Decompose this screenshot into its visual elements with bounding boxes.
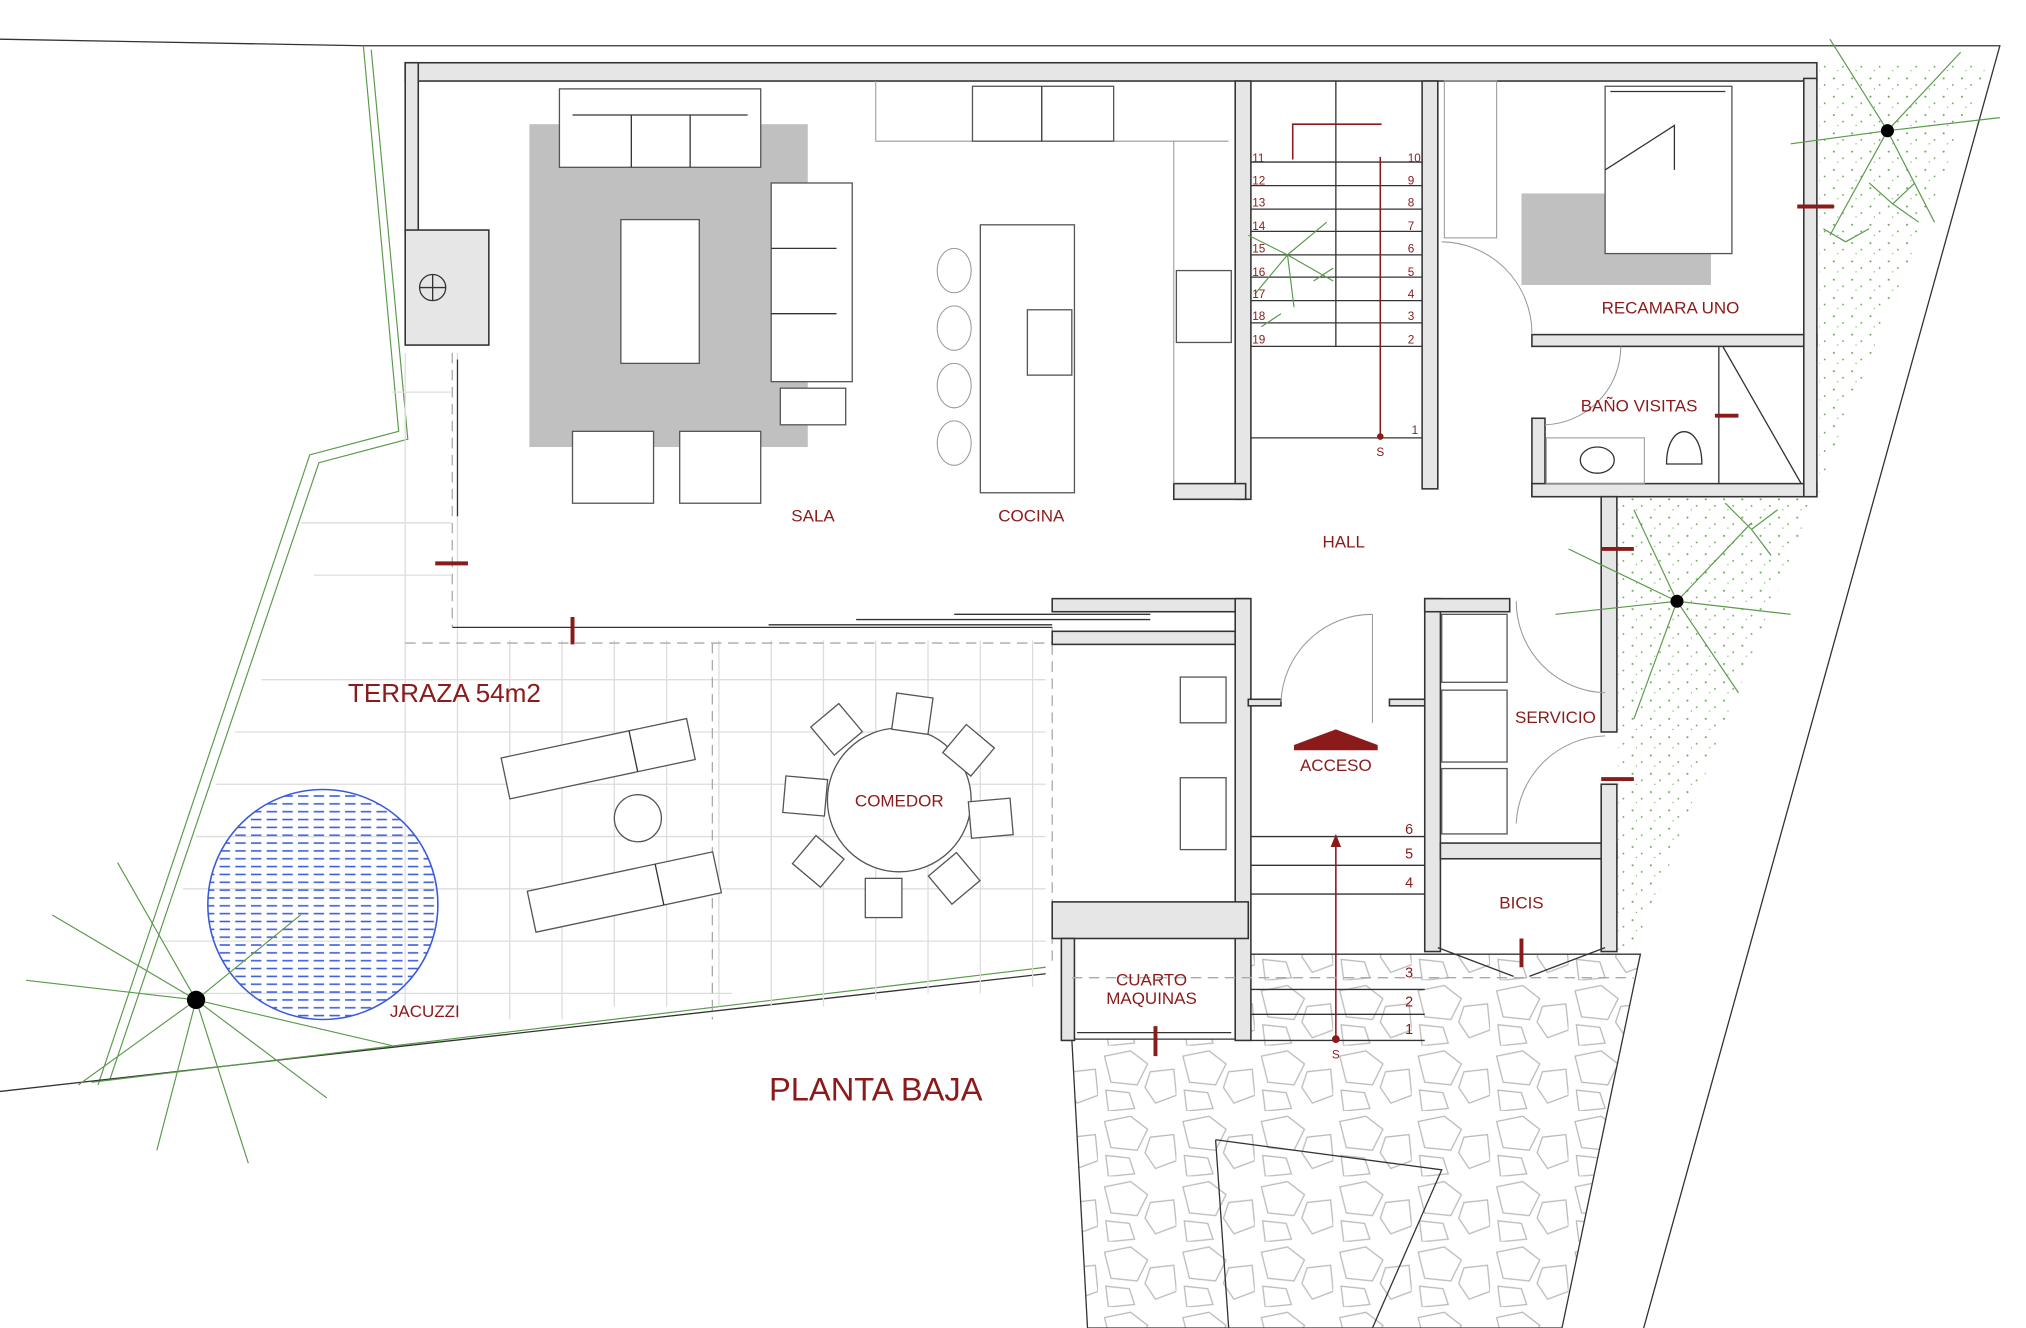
- stair-number: 1: [1405, 1022, 1413, 1038]
- stair-number: 7: [1408, 220, 1415, 233]
- stone-paving: [1071, 953, 1642, 1328]
- label-jacuzzi: JACUZZI: [390, 1002, 460, 1021]
- stair-number: 11: [1252, 152, 1264, 165]
- label-bicis: BICIS: [1499, 893, 1543, 912]
- label-cocina: COCINA: [998, 507, 1065, 526]
- label-cuarto: CUARTO: [1116, 971, 1187, 990]
- label-comedor: COMEDOR: [855, 791, 944, 810]
- stair-number: 3: [1408, 310, 1415, 323]
- planter-right: [1618, 65, 1987, 955]
- stair-number: 16: [1252, 266, 1266, 279]
- label-sala: SALA: [791, 507, 835, 526]
- stair-number: 4: [1408, 288, 1415, 301]
- upper-stair-numbers: 11 12 13 14 15 16 17 18 19 10 9 8 7 6 5 …: [1252, 152, 1421, 459]
- stair-number: 3: [1405, 966, 1413, 982]
- stair-start: S: [1376, 446, 1384, 459]
- stair-number: 8: [1408, 197, 1415, 210]
- label-maquinas: MAQUINAS: [1106, 989, 1197, 1008]
- lower-stair: [1250, 833, 1425, 1044]
- stair-number: 9: [1408, 174, 1415, 187]
- label-terraza: TERRAZA 54m2: [348, 678, 541, 708]
- bedroom-furniture: [1441, 80, 1733, 334]
- stair-number: 4: [1405, 876, 1413, 892]
- walls: [404, 61, 1818, 1042]
- stair-number: 12: [1252, 174, 1265, 187]
- stair-number: 15: [1252, 242, 1266, 255]
- upper-stair: [1250, 81, 1423, 440]
- stair-number: 6: [1405, 822, 1413, 838]
- stair-number: 5: [1405, 847, 1413, 863]
- stair-number: 17: [1252, 288, 1265, 301]
- stair-number: 2: [1405, 994, 1413, 1010]
- sala-furniture: [418, 88, 853, 504]
- trees: [26, 38, 2000, 1164]
- access-arrow-icon: [1294, 729, 1378, 751]
- laundry: [1179, 613, 1508, 851]
- label-hall: HALL: [1322, 533, 1365, 552]
- site-boundary: [0, 38, 2001, 1328]
- label-acceso: ACCESO: [1300, 756, 1372, 775]
- stair-number: 14: [1252, 220, 1266, 233]
- dining-table: [782, 692, 1014, 919]
- stair-number: 5: [1408, 266, 1415, 279]
- stair-number: 10: [1408, 152, 1422, 165]
- stair-number: 2: [1408, 334, 1415, 347]
- jacuzzi-pool: [207, 788, 439, 1021]
- loungers: [500, 717, 723, 933]
- stair-number: 18: [1252, 310, 1266, 323]
- stair-number: 13: [1252, 197, 1266, 210]
- plan-title: PLANTA BAJA: [769, 1071, 983, 1108]
- lower-stair-numbers: 6 5 4 3 2 1 S: [1332, 822, 1413, 1062]
- kitchen: [875, 81, 1232, 494]
- stair-number: 6: [1408, 242, 1415, 255]
- stair-number: 19: [1252, 334, 1265, 347]
- label-servicio: SERVICIO: [1515, 708, 1596, 727]
- stair-number: 1: [1412, 424, 1419, 437]
- label-recamara-uno: RECAMARA UNO: [1602, 299, 1740, 318]
- label-bano-visitas: BAÑO VISITAS: [1581, 396, 1698, 416]
- stair-start: S: [1332, 1049, 1340, 1062]
